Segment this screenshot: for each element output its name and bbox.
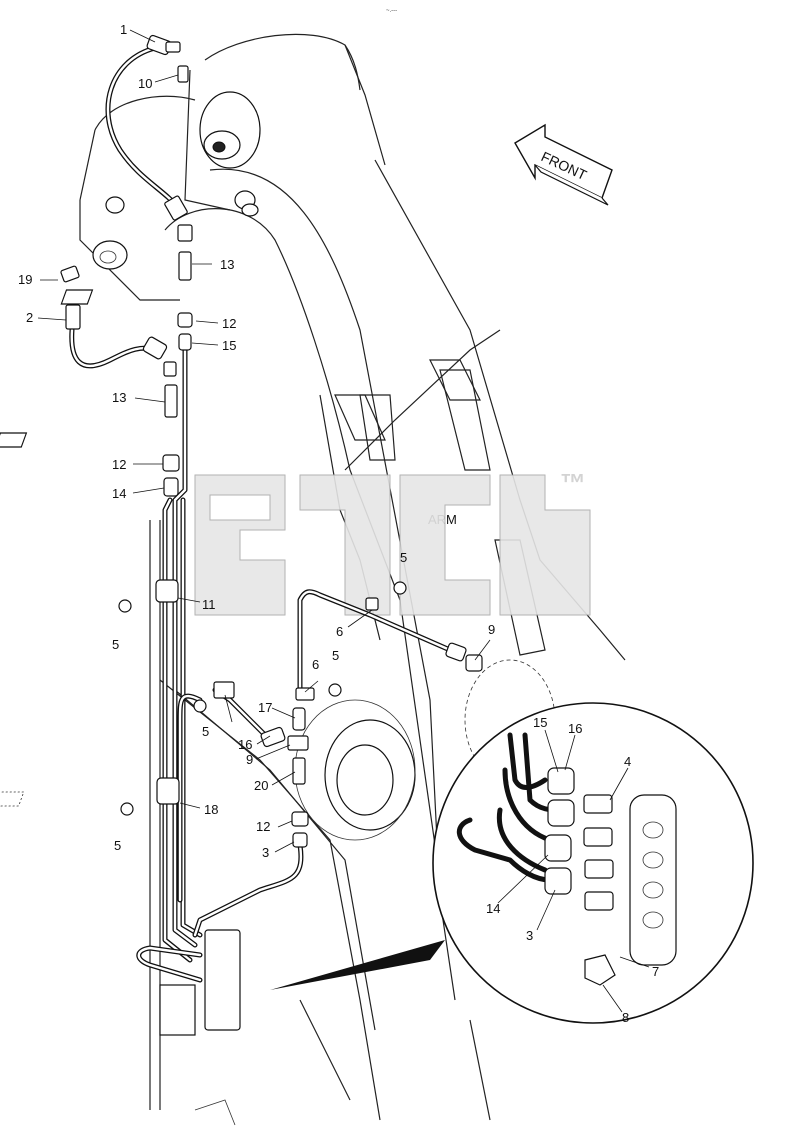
callout-2: 2: [26, 310, 33, 325]
callout-11: 11: [202, 597, 216, 612]
callout-numbers: 1 10 13 19 2 12 15 13 12 14 11 5 5 6 9 5…: [18, 22, 659, 1025]
callout-5-mid: 5: [332, 648, 339, 663]
front-arrow: FRONT: [514, 123, 613, 206]
callout-15-upper: 15: [222, 338, 236, 353]
callout-5-center: 5: [202, 724, 209, 739]
callout-3-detail: 3: [526, 928, 533, 943]
callout-4-detail: 4: [624, 754, 631, 769]
callout-16-left: 16: [238, 737, 252, 752]
callout-9-right: 9: [488, 622, 495, 637]
trademark-symbol: ™: [560, 468, 586, 498]
callout-3-lower: 3: [262, 845, 269, 860]
callout-leaders: [37, 29, 650, 1013]
callout-9-mid: 9: [246, 752, 253, 767]
vertical-pipes: [136, 347, 453, 983]
callout-8-detail: 8: [622, 1010, 629, 1025]
callout-6-mid: 6: [312, 657, 319, 672]
callout-13-upper: 13: [220, 257, 234, 272]
detail-view: [270, 702, 754, 1024]
callout-13-lower: 13: [112, 390, 126, 405]
callout-1: 1: [120, 22, 127, 37]
callout-15-detail: 15: [533, 715, 547, 730]
callout-14-detail: 14: [486, 901, 500, 916]
callout-20: 20: [254, 778, 268, 793]
fittings: [0, 34, 483, 1036]
callout-14: 14: [112, 486, 126, 501]
callout-12-upper: 12: [222, 316, 236, 331]
callout-5-bottom: 5: [114, 838, 121, 853]
callout-7-detail: 7: [652, 964, 659, 979]
upper-hoses: [69, 45, 183, 369]
callout-12-lower: 12: [256, 819, 270, 834]
corner-mark: ~.---: [386, 8, 397, 14]
callout-6-right: 6: [336, 624, 343, 639]
callout-10: 10: [138, 76, 152, 91]
callout-18: 18: [204, 802, 218, 817]
callout-16-detail: 16: [568, 721, 582, 736]
callout-19: 19: [18, 272, 32, 287]
callout-5-left: 5: [112, 637, 119, 652]
callout-12-mid: 12: [112, 457, 126, 472]
callout-5-top: 5: [400, 550, 407, 565]
watermark: ™: [194, 468, 591, 616]
callout-17: 17: [258, 700, 272, 715]
